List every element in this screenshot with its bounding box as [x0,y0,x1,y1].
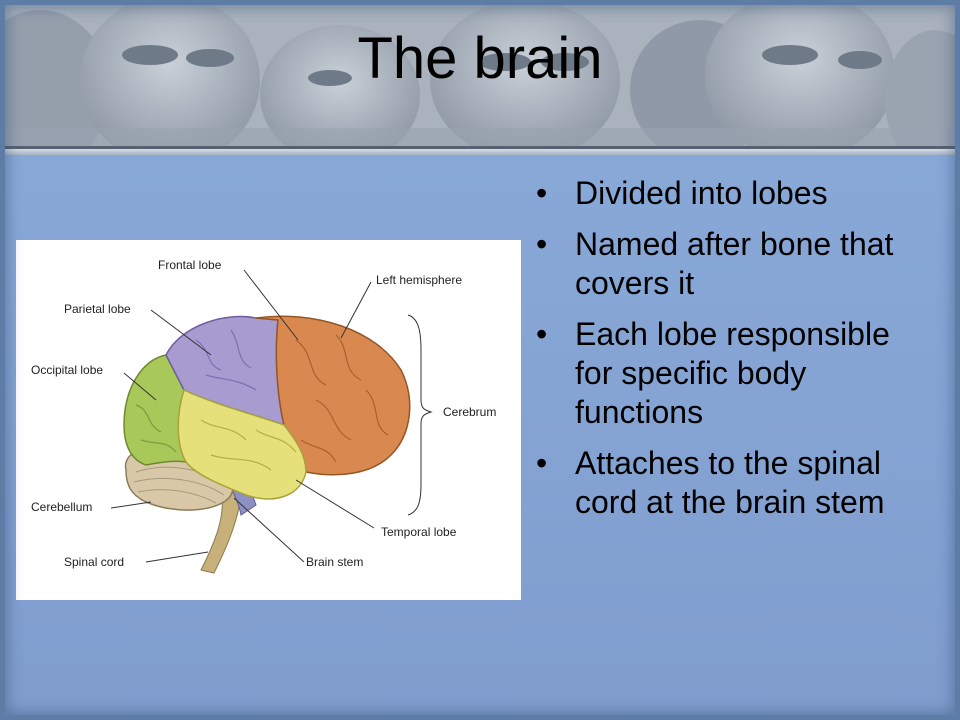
header-divider [0,146,960,149]
label-occipital-lobe: Occipital lobe [31,363,103,377]
label-cerebellum: Cerebellum [31,500,92,514]
label-cerebrum: Cerebrum [443,405,496,419]
header-banner-image [0,0,960,148]
label-frontal-lobe: Frontal lobe [158,258,222,272]
label-parietal-lobe: Parietal lobe [64,302,131,316]
brain-diagram: Frontal lobe Left hemisphere Parietal lo… [16,240,521,600]
occipital-lobe-shape [123,354,187,466]
bullet-item: Each lobe responsible for specific body … [536,315,896,432]
bullet-item: Named after bone that covers it [536,225,896,303]
spinal-cord-shape [200,489,242,574]
bullet-item: Divided into lobes [536,174,896,213]
slide-title: The brain [357,26,603,91]
temporal-lobe-shape [177,388,307,500]
bullet-list: Divided into lobes Named after bone that… [536,174,896,534]
label-spinal-cord: Spinal cord [64,555,124,569]
label-brain-stem: Brain stem [306,555,363,569]
bullet-item: Attaches to the spinal cord at the brain… [536,444,896,522]
label-temporal-lobe: Temporal lobe [381,525,457,539]
label-left-hemisphere: Left hemisphere [376,273,462,287]
frontal-lobe-shape [255,315,411,476]
header-divider-highlight [0,149,960,155]
